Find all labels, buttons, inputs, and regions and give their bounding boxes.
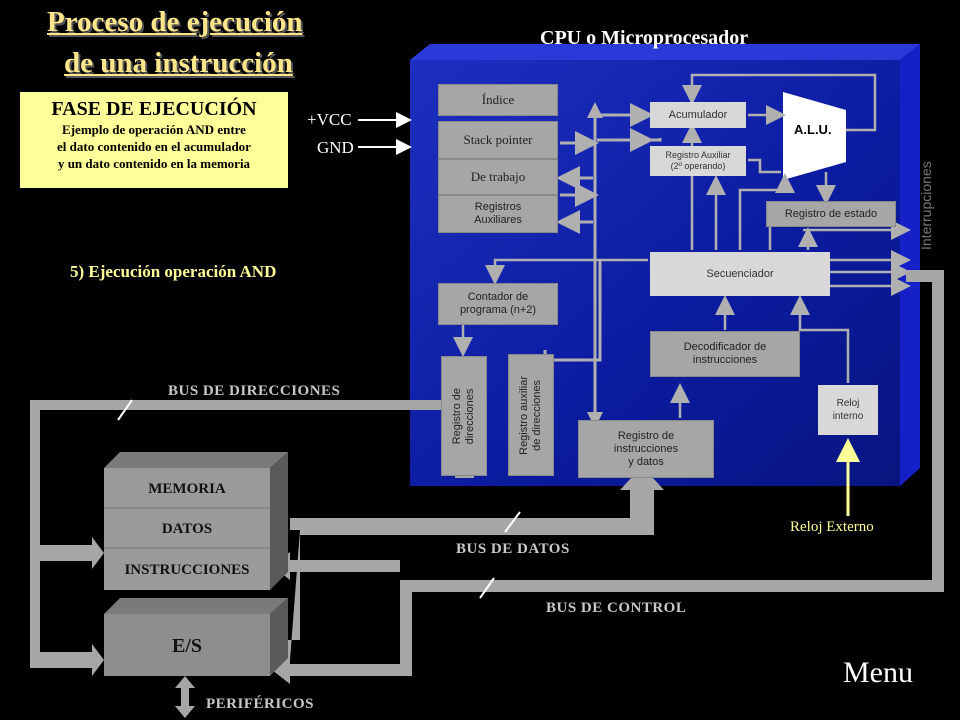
contador-line2: programa (n+2) <box>459 304 537 316</box>
registros-auxiliares-line2: Auxiliares <box>474 214 522 226</box>
es-block <box>104 598 288 676</box>
contador-de-programa: Contador de programa (n+2) <box>438 283 558 325</box>
memoria-label: MEMORIA <box>148 480 226 497</box>
alu-shape <box>783 92 846 180</box>
page-title-line2: de una instrucción <box>64 47 293 79</box>
bus-direcciones-label: BUS DE DIRECCIONES <box>168 383 341 399</box>
registro-stack-pointer: Stack pointer <box>438 121 558 159</box>
memoria-datos-label: DATOS <box>161 520 213 537</box>
perifericos-label: PERIFÉRICOS <box>206 696 315 712</box>
decodificador-line2: instrucciones <box>692 354 758 366</box>
es-label: E/S <box>171 634 203 657</box>
registro-instr-line3: y datos <box>628 455 664 468</box>
fase-box: FASE DE EJECUCIÓN Ejemplo de operación A… <box>20 92 288 188</box>
bus-control <box>272 270 944 684</box>
memoria-instrucciones-label: INSTRUCCIONES <box>124 561 250 578</box>
registro-instr-line1: Registro de <box>617 429 675 442</box>
reloj-interno-line1: Reloj <box>836 398 860 409</box>
interrupciones-label: Interrupciones <box>918 161 934 250</box>
registro-instr-line2: instrucciones <box>613 442 679 455</box>
bus-datos <box>280 466 664 660</box>
fase-line-1: Ejemplo de operación AND entre <box>62 122 246 137</box>
registro-de-trabajo: De trabajo <box>438 159 558 195</box>
contador-line1: Contador de <box>467 291 529 303</box>
cpu-title: CPU o Microprocesador <box>540 27 749 49</box>
registro-de-instrucciones-y-datos: Registro de instrucciones y datos <box>578 420 714 478</box>
registro-direcciones-line2: direcciones <box>464 388 476 444</box>
page-title-line1: Proceso de ejecución <box>47 6 303 38</box>
gnd-label: GND <box>317 138 354 157</box>
decodificador-de-instrucciones: Decodificador de instrucciones <box>650 331 800 377</box>
registro-auxiliar-line1: Registro Auxiliar <box>665 150 731 160</box>
registro-aux-dir-line2: de direcciones <box>531 379 543 451</box>
registro-auxiliar-line2: (2º operando) <box>670 161 726 171</box>
step-label: 5) Ejecución operación AND <box>70 262 277 281</box>
fase-heading: FASE DE EJECUCIÓN <box>51 98 257 120</box>
reloj-interno: Reloj interno <box>818 385 878 435</box>
registro-de-estado: Registro de estado <box>766 201 896 227</box>
decodificador-line1: Decodificador de <box>683 341 767 353</box>
bus-control-label: BUS DE CONTROL <box>546 600 687 616</box>
fase-line-3: y un dato contenido en la memoria <box>57 156 251 171</box>
reloj-externo-label: Reloj Externo <box>790 519 874 535</box>
alu-label: A.L.U. <box>794 122 832 137</box>
memoria-block <box>104 452 288 590</box>
registro-de-direcciones: Registro de direcciones <box>441 356 487 476</box>
registros-auxiliares-line1: Registros <box>474 201 522 213</box>
registros-auxiliares: Registros Auxiliares <box>438 195 558 233</box>
acumulador: Acumulador <box>650 102 746 128</box>
registro-indice: Índice <box>438 84 558 116</box>
registro-auxiliar-de-direcciones: Registro auxiliar de direcciones <box>508 354 554 476</box>
fase-line-2: el dato contenido en el acumulador <box>57 139 251 154</box>
registro-direcciones-line1: Registro de <box>451 387 463 445</box>
reloj-interno-line2: interno <box>832 411 864 422</box>
registro-aux-dir-line1: Registro auxiliar <box>518 375 530 455</box>
menu-link[interactable]: Menu <box>843 656 913 689</box>
perifericos-arrow <box>175 676 195 718</box>
secuenciador: Secuenciador <box>650 252 830 296</box>
registro-auxiliar: Registro Auxiliar (2º operando) <box>650 146 746 176</box>
vcc-label: +VCC <box>307 110 352 129</box>
bus-datos-label: BUS DE DATOS <box>456 541 570 557</box>
bus-direcciones <box>30 400 474 676</box>
